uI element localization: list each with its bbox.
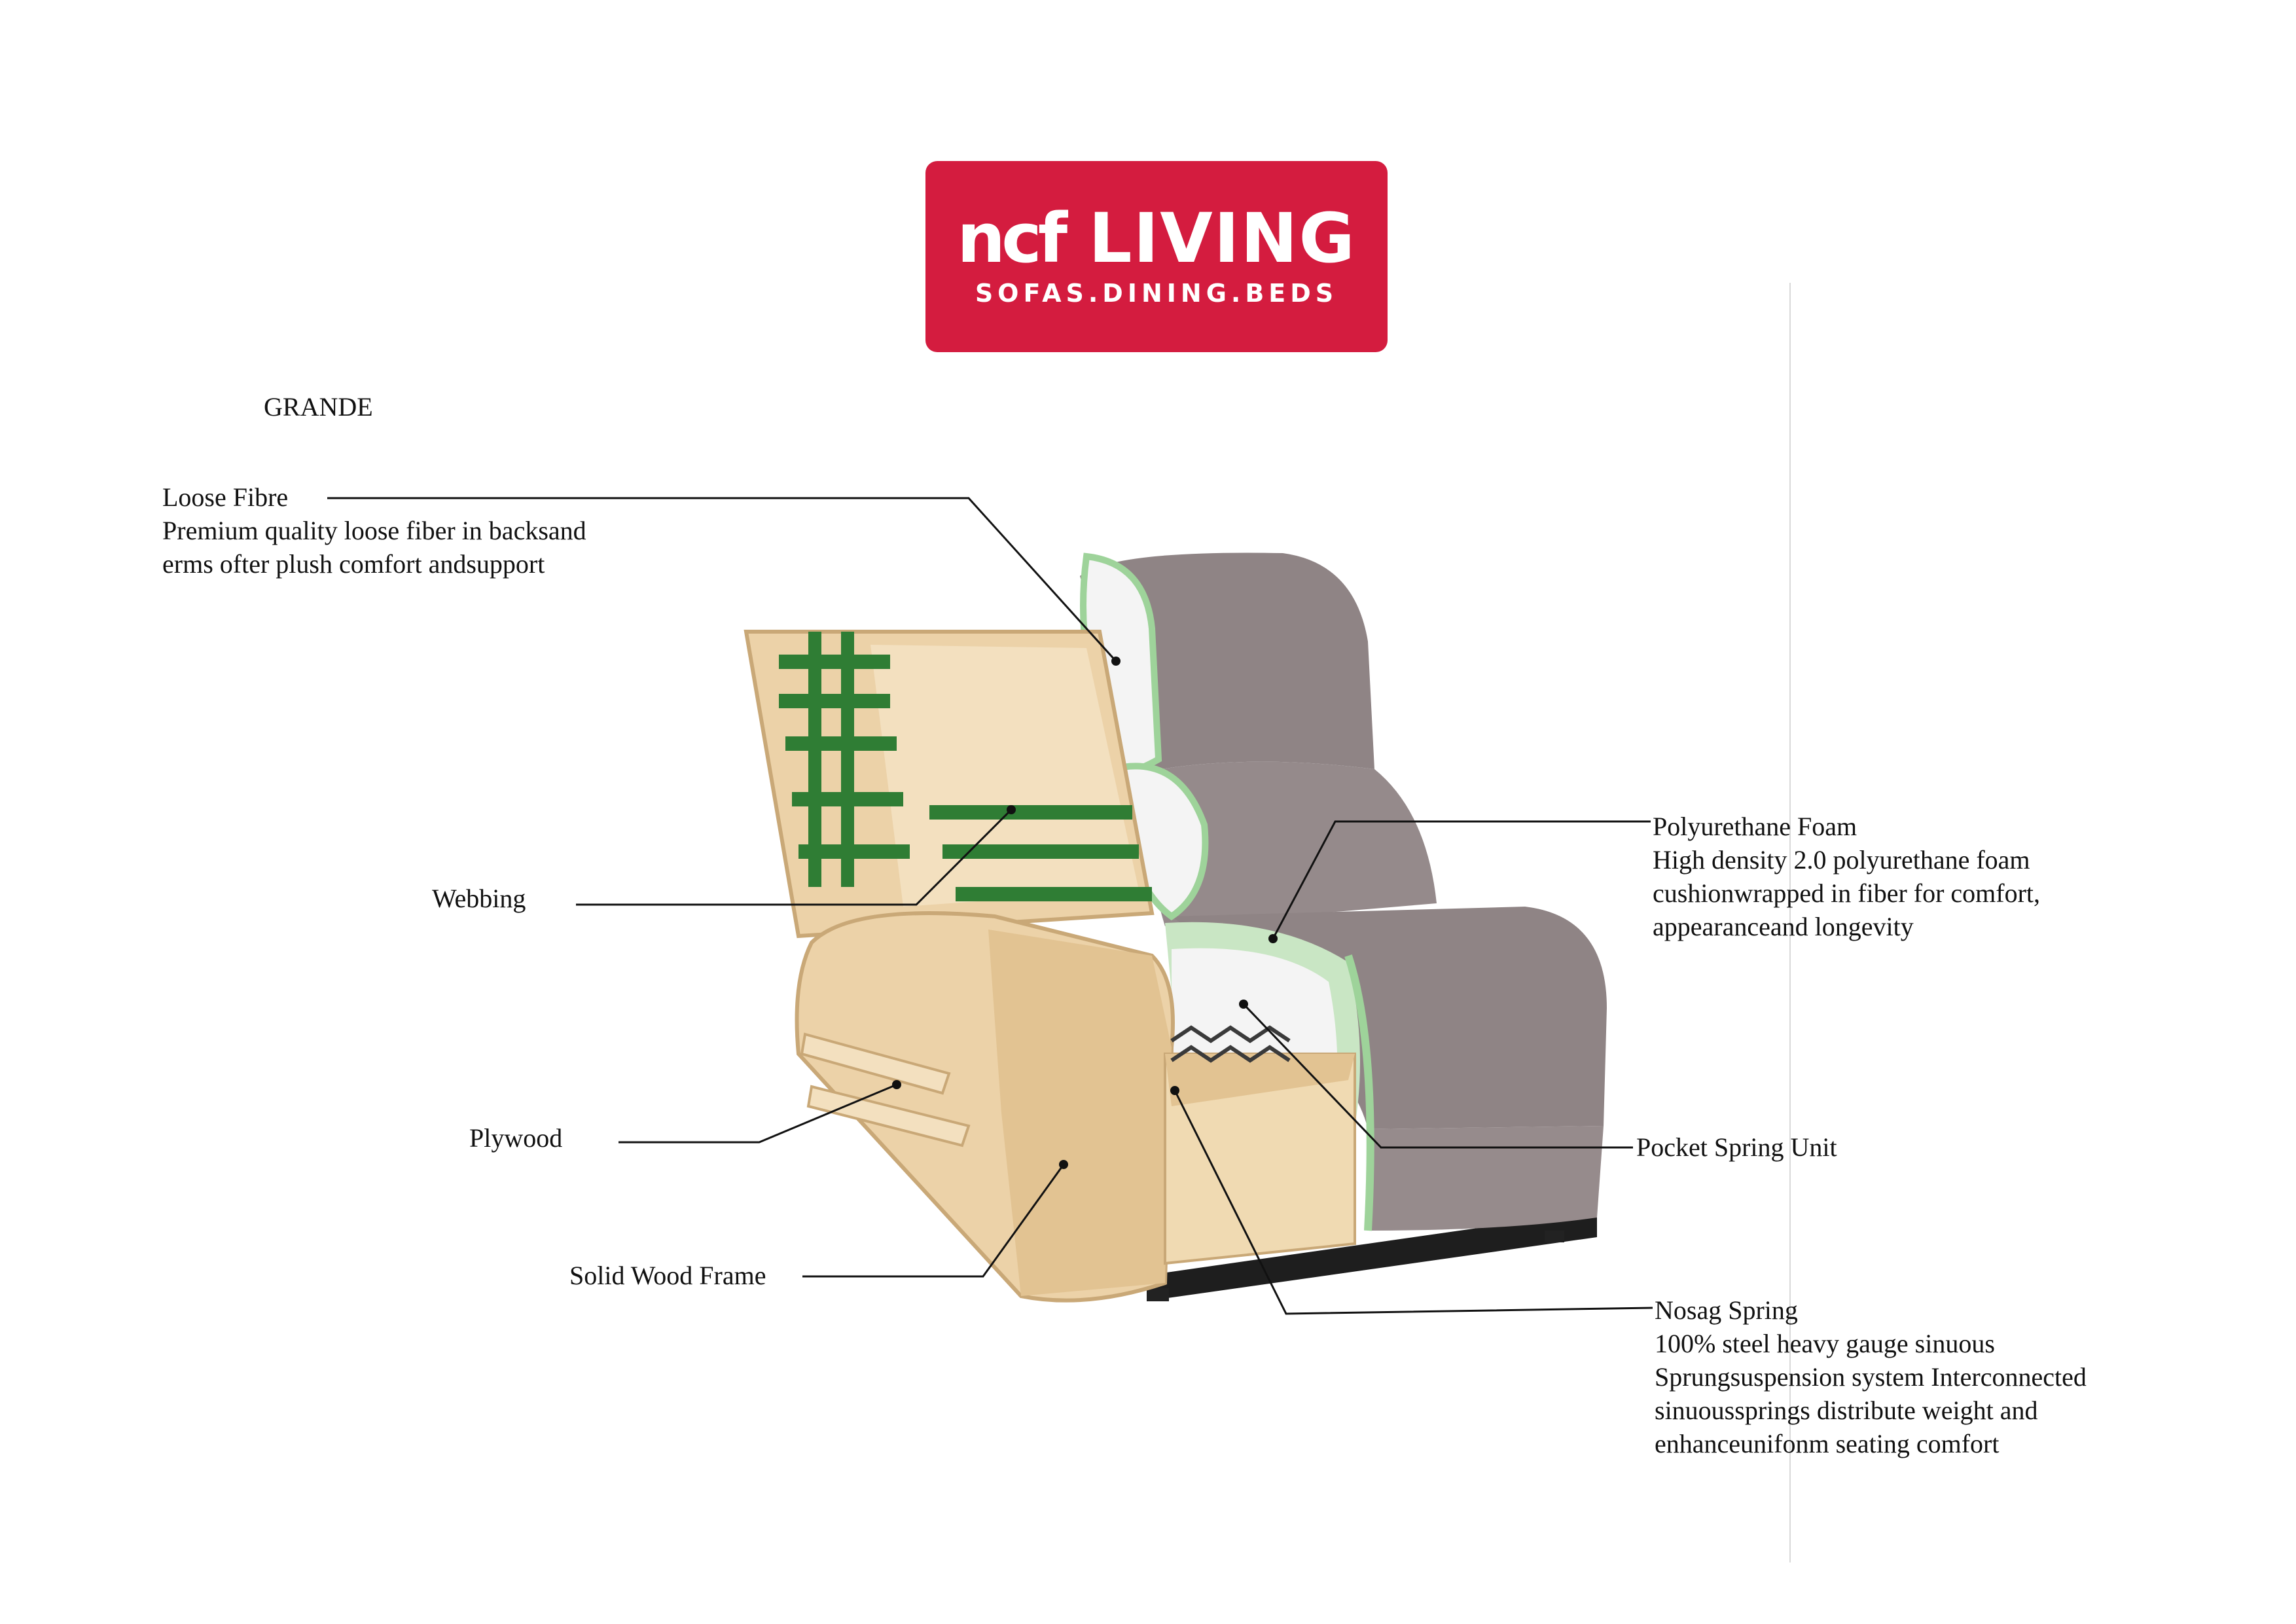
logo-brand: ncf — [957, 198, 1067, 278]
callout-loose-fibre-line-2: erms ofter plush comfort andsupport — [162, 549, 545, 579]
seat-rail — [1165, 1054, 1355, 1106]
callout-webbing: Webbing — [432, 882, 526, 915]
back-cushion-lower — [1142, 761, 1437, 926]
leader-plywood — [619, 1083, 897, 1144]
webbing-straps — [779, 632, 1152, 901]
callout-polyurethane-foam-line-3: appearanceand longevity — [1653, 912, 1914, 941]
callout-plywood-title: Plywood — [469, 1123, 563, 1153]
leader-loose-fibre — [327, 497, 1117, 662]
sofa-foot-2 — [1545, 1231, 1564, 1242]
leader-polyurethane-foam — [1272, 820, 1651, 939]
callout-polyurethane-foam: Polyurethane Foam High density 2.0 polyu… — [1653, 810, 2040, 943]
back-frame-inner — [870, 645, 1139, 907]
sofa-base — [1139, 1211, 1597, 1299]
callout-solid-wood-frame-title: Solid Wood Frame — [569, 1261, 766, 1290]
vertical-divider — [1789, 283, 1791, 1562]
leader-lines — [327, 497, 1653, 1315]
callout-webbing-title: Webbing — [432, 884, 526, 913]
callout-nosag-spring-line-2: Sprungsuspension system Interconnected — [1655, 1362, 2087, 1392]
callout-nosag-spring-title: Nosag Spring — [1655, 1295, 1798, 1325]
ncf-living-logo: ncf LIVING SOFAS.DINING.BEDS — [925, 161, 1388, 352]
logo-word: LIVING — [1088, 198, 1356, 278]
callout-pocket-spring-unit-title: Pocket Spring Unit — [1636, 1132, 1837, 1162]
callout-polyurethane-foam-line-1: High density 2.0 polyurethane foam — [1653, 845, 2030, 875]
plywood-rail-2 — [806, 1085, 971, 1147]
arm-front-panel — [988, 929, 1172, 1296]
sofa-foot-1 — [1147, 1288, 1169, 1301]
logo-tagline: SOFAS.DINING.BEDS — [975, 279, 1338, 308]
callout-nosag-spring-line-3: sinuoussprings distribute weight and — [1655, 1396, 2038, 1425]
seat-foam-edge — [1344, 954, 1374, 1231]
callout-plywood: Plywood — [469, 1121, 562, 1155]
callout-nosag-spring-line-1: 100% steel heavy gauge sinuous — [1655, 1329, 1995, 1358]
plywood-rail-1 — [800, 1032, 951, 1095]
callout-nosag-spring: Nosag Spring 100% steel heavy gauge sinu… — [1655, 1293, 2087, 1460]
leader-nosag-spring — [1174, 1090, 1653, 1315]
callout-loose-fibre-line-1: Premium quality loose fiber in backsand — [162, 516, 586, 545]
callout-polyurethane-foam-line-2: cushionwrapped in fiber for comfort, — [1653, 878, 2041, 908]
callout-solid-wood-frame: Solid Wood Frame — [569, 1259, 766, 1292]
leader-webbing — [576, 808, 1013, 906]
callout-pocket-spring-unit: Pocket Spring Unit — [1636, 1130, 1837, 1164]
callout-nosag-spring-line-4: enhanceunifonm seating comfort — [1655, 1429, 2000, 1458]
seat-front — [1368, 1126, 1604, 1231]
nosag-springs — [1170, 1025, 1291, 1063]
callout-polyurethane-foam-title: Polyurethane Foam — [1653, 812, 1857, 841]
leader-pocket-spring — [1242, 1003, 1633, 1149]
logo-wordmark: ncf LIVING — [925, 199, 1388, 278]
callout-loose-fibre-title: Loose Fibre — [162, 482, 289, 512]
leader-dots — [892, 657, 1278, 1169]
leader-solid-wood — [802, 1164, 1065, 1278]
callout-loose-fibre: Loose Fibre Premium quality loose fiber … — [162, 480, 586, 581]
product-name: GRANDE — [264, 392, 373, 422]
